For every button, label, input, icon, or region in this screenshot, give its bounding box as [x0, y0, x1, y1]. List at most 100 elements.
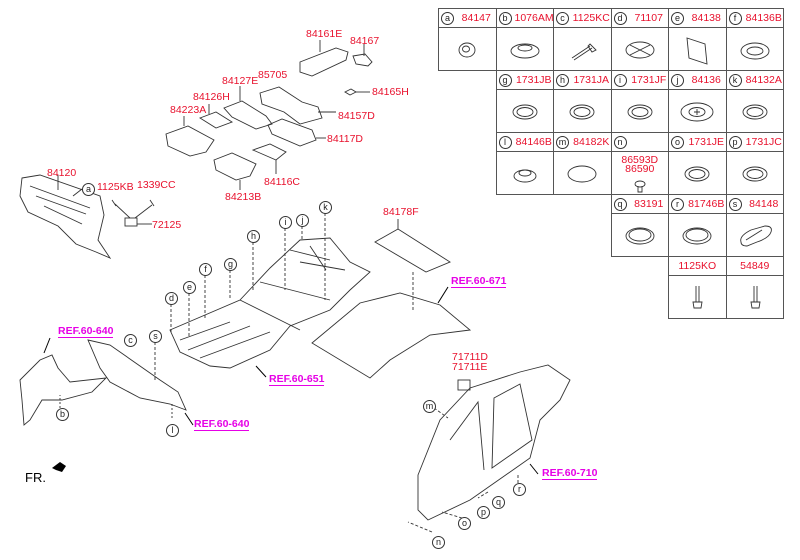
part-illustration [669, 28, 726, 72]
callout-f[interactable]: f [199, 263, 212, 276]
body-side-leaders [407, 407, 519, 533]
parts-table-cell-header: n [611, 133, 668, 152]
part-label-85705[interactable]: 85705 [258, 69, 288, 81]
part-label-84167[interactable]: 84167 [350, 35, 380, 47]
callout-l[interactable]: l [166, 424, 179, 437]
callout-key: n [613, 135, 627, 149]
pad-84165h [344, 88, 370, 96]
part-label-84178f[interactable]: 84178F [383, 206, 419, 218]
ref-link-60-710[interactable]: REF.60-710 [542, 467, 598, 480]
callout-h[interactable]: h [247, 230, 260, 243]
callout-key: l [498, 135, 512, 149]
ref-link-60-640-bottom[interactable]: REF.60-640 [194, 418, 250, 431]
callout-i[interactable]: i [279, 216, 292, 229]
part-label-84157d[interactable]: 84157D [338, 110, 375, 122]
pad-84167 [352, 44, 373, 67]
callout-r[interactable]: r [513, 483, 526, 496]
ring-icon [742, 166, 767, 182]
ref-link-60-651[interactable]: REF.60-651 [269, 373, 325, 386]
callout-m[interactable]: m [423, 400, 436, 413]
pad-84126h [198, 104, 234, 129]
part-illustration [669, 276, 726, 320]
callout-k[interactable]: k [319, 201, 332, 214]
part-label-84165h[interactable]: 84165H [372, 86, 409, 98]
part-label-84127e[interactable]: 84127E [222, 75, 259, 87]
callout-key: c [556, 11, 569, 25]
pad-85705 [259, 86, 323, 125]
ref-arrows [43, 286, 539, 475]
ring-flat-icon [625, 227, 654, 245]
pad-84127e [223, 86, 273, 130]
callout-j[interactable]: j [296, 214, 309, 227]
part-label-72125[interactable]: 72125 [152, 219, 182, 231]
callout-key: q [613, 197, 627, 211]
callout-b[interactable]: b [56, 408, 69, 421]
part-label-84161e[interactable]: 84161E [306, 28, 343, 40]
part-label-1125kb[interactable]: 1125KB [97, 181, 134, 193]
part-label-84116c[interactable]: 84116C [264, 176, 301, 188]
callout-o[interactable]: o [458, 517, 471, 530]
ref-link-60-640-top[interactable]: REF.60-640 [58, 325, 114, 338]
part-label-84120[interactable]: 84120 [47, 167, 77, 179]
part-label-84223a[interactable]: 84223A [170, 104, 207, 116]
part-label-84213b[interactable]: 84213B [225, 191, 262, 203]
parts-table-cell-header: 1125KO [669, 257, 726, 276]
pad-84117d [267, 118, 326, 147]
pad-84213b [213, 152, 257, 190]
callout-leaders [154, 213, 414, 380]
part-number: 1076AM [514, 12, 554, 24]
part-label-1339cc[interactable]: 1339CC [137, 179, 176, 191]
part-label-84126h[interactable]: 84126H [193, 91, 230, 103]
callout-a[interactable]: a [82, 183, 95, 196]
pad-84223a [165, 116, 215, 157]
callout-n[interactable]: n [432, 536, 445, 549]
callout-p[interactable]: p [477, 506, 490, 519]
callout-s[interactable]: s [149, 330, 162, 343]
part-number: 1125KO [678, 260, 717, 272]
callout-q[interactable]: q [492, 496, 505, 509]
callout-e[interactable]: e [183, 281, 196, 294]
callout-d[interactable]: d [165, 292, 178, 305]
callout-key: a [441, 11, 454, 25]
part-illustration [669, 90, 726, 134]
ring-flat-icon [682, 227, 712, 245]
callout-c[interactable]: c [124, 334, 137, 347]
ref-link-60-671[interactable]: REF.60-671 [451, 275, 507, 288]
parts-table-cell-54849[interactable]: 54849 [725, 256, 784, 319]
ring-icon [742, 104, 767, 120]
parts-table-cell-header: 54849 [726, 257, 783, 276]
part-label-71711d[interactable]: 71711D [452, 351, 489, 363]
callout-g[interactable]: g [224, 258, 237, 271]
part-label-71711e[interactable]: 71711E [452, 361, 488, 373]
front-direction-label: FR. [25, 470, 46, 485]
disc-icon [567, 165, 597, 183]
part-illustration [497, 28, 554, 72]
part-label-84117d[interactable]: 84117D [327, 133, 364, 145]
parts-table-cell-1125KO[interactable]: 1125KO [668, 256, 727, 319]
